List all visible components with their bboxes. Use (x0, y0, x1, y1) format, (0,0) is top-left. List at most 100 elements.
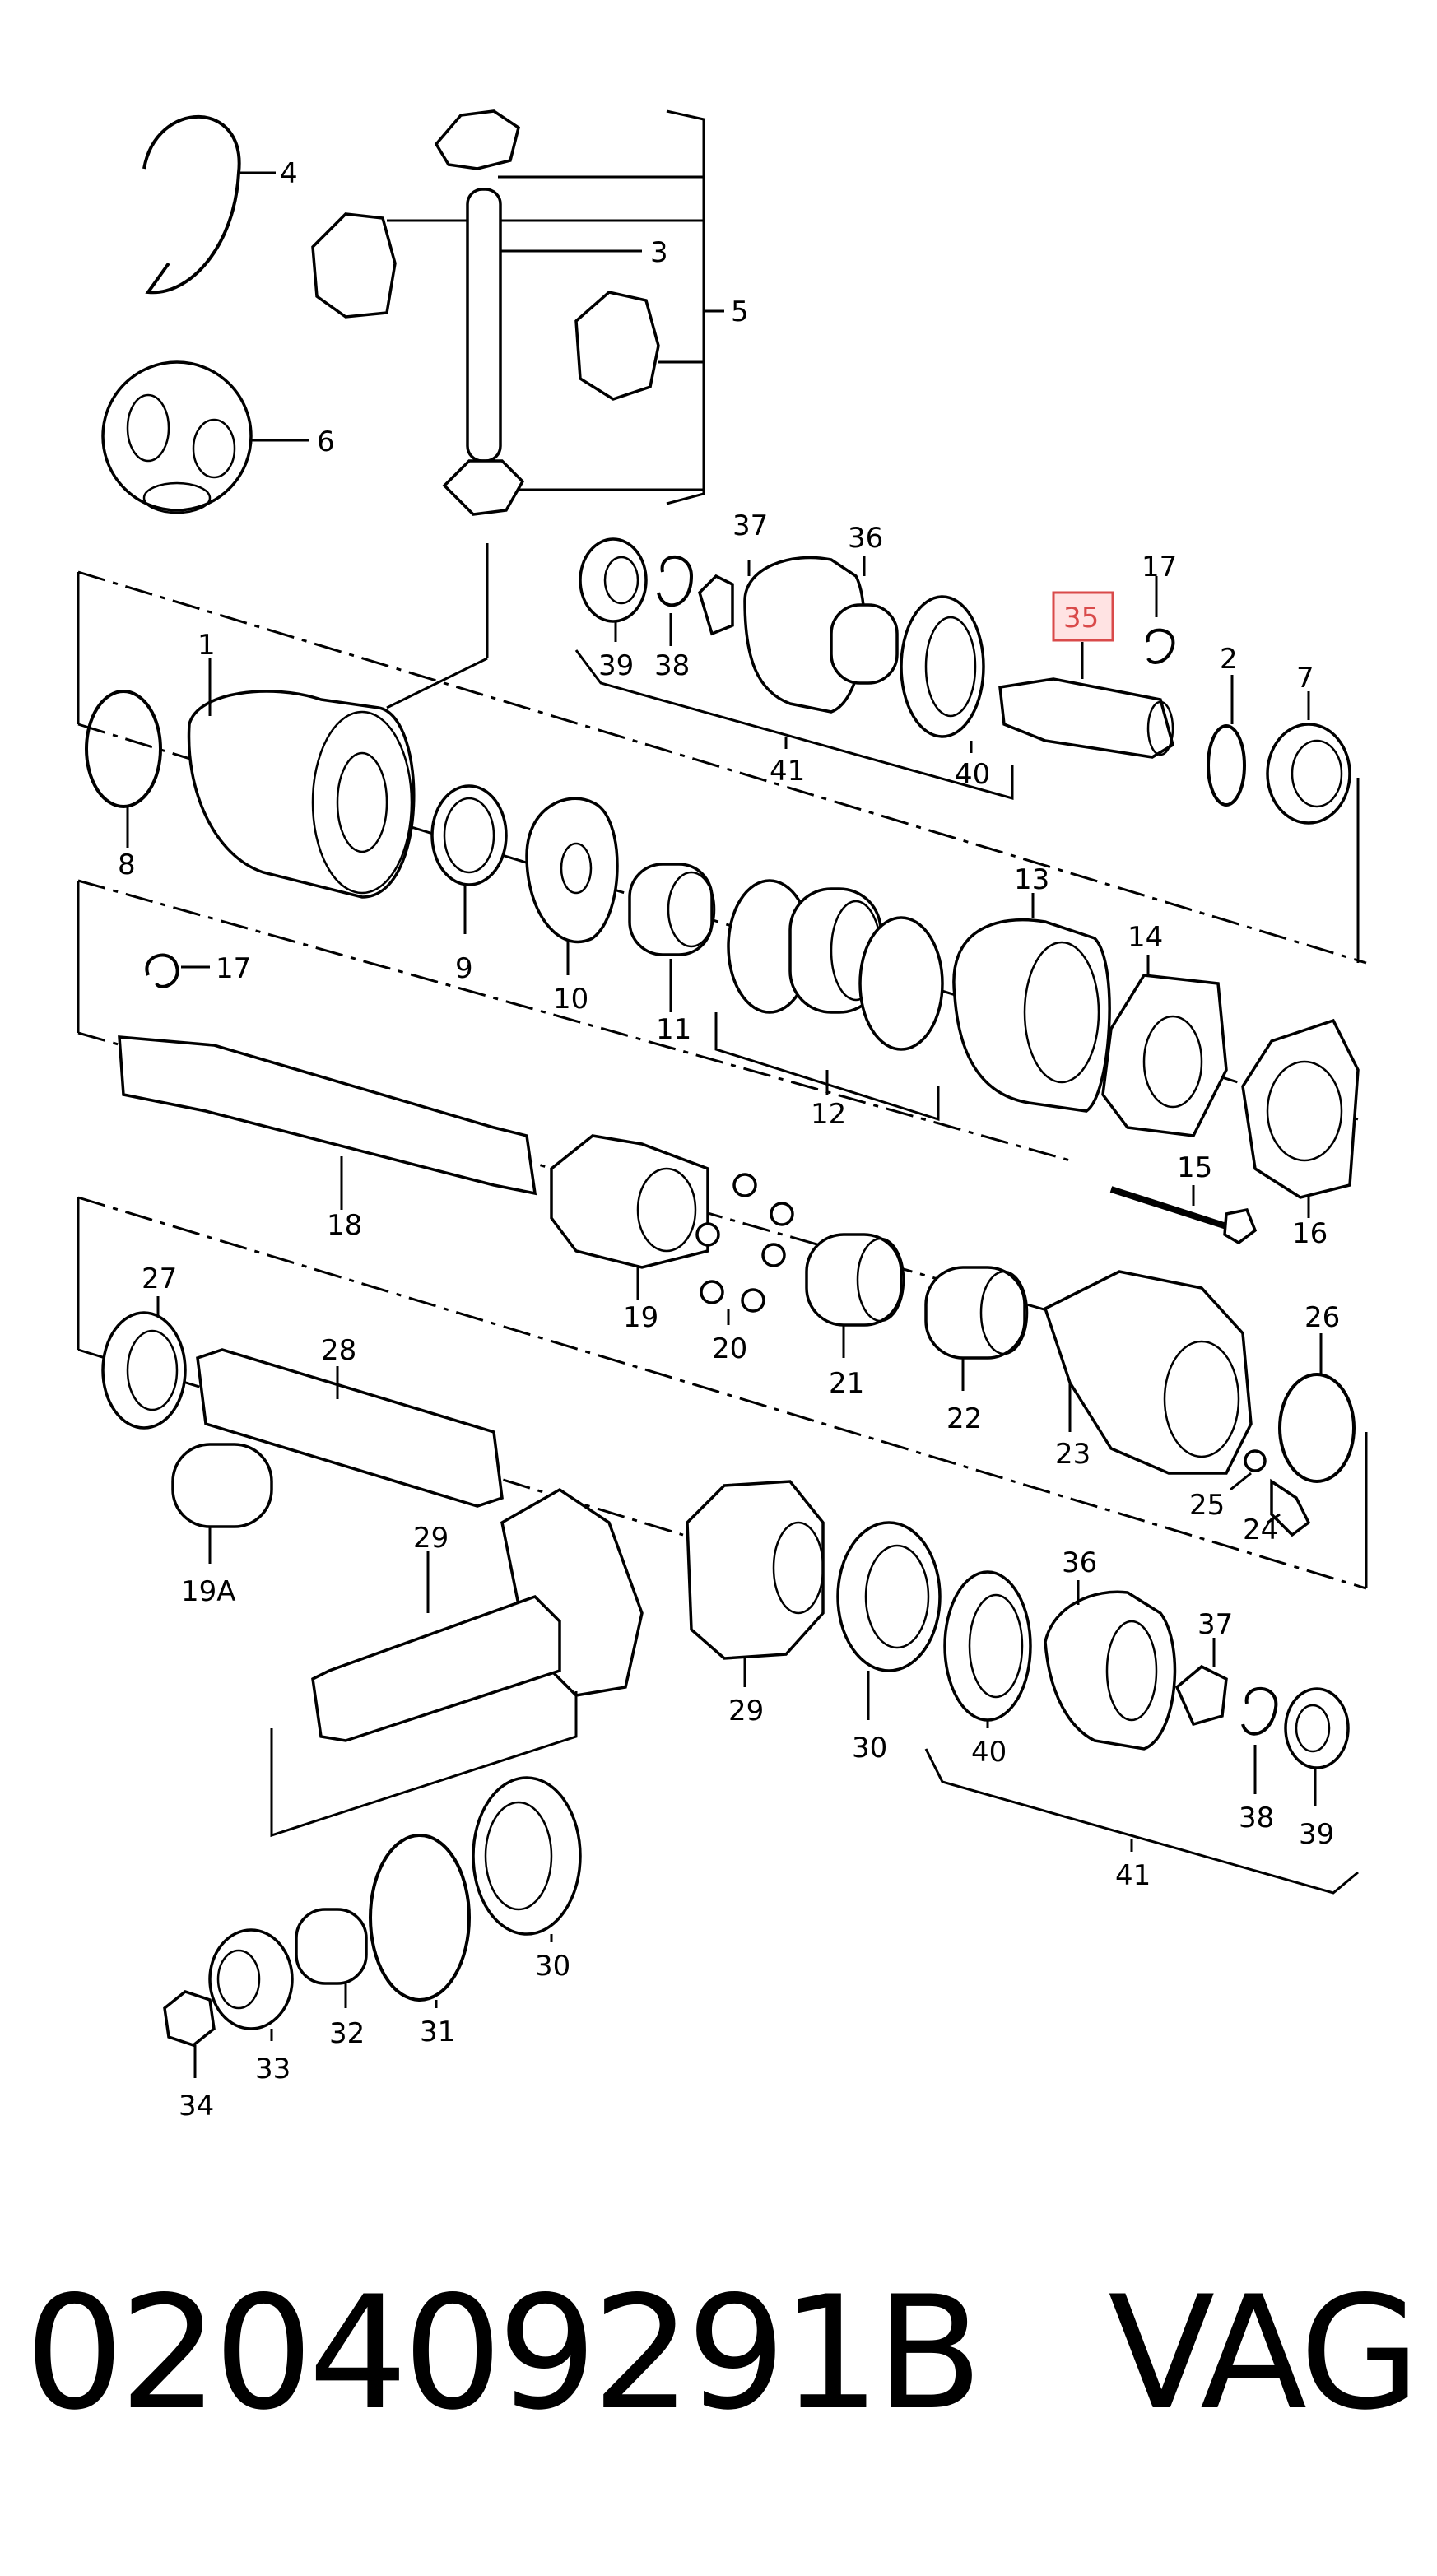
callout-14: 14 (1128, 921, 1163, 954)
gear-part-19 (550, 1134, 709, 1269)
pinion-gear-bottom (442, 459, 525, 516)
flange-part-13 (952, 918, 1111, 1113)
lock-washer-part-37-top (698, 574, 734, 636)
spring-part-22 (924, 1266, 1026, 1360)
callout-20: 20 (712, 1332, 747, 1365)
callout-32: 32 (329, 2017, 365, 2050)
seal-part-40-bottom (943, 1570, 1032, 1722)
callout-39-top: 39 (598, 649, 634, 682)
callout-16: 16 (1292, 1217, 1328, 1250)
brand-name: VAG (1108, 2262, 1421, 2444)
callout-24: 24 (1243, 1514, 1278, 1546)
ring-part-8 (85, 690, 162, 808)
callout-31: 31 (420, 2016, 455, 2048)
callout-21: 21 (829, 1367, 864, 1400)
differential-cage-part-6 (101, 360, 253, 512)
callout-39-bottom: 39 (1299, 1818, 1334, 1851)
circlip-part-17-top (1146, 628, 1175, 664)
callout-27: 27 (142, 1262, 177, 1295)
synchro-ring-right (858, 916, 944, 1051)
bearing-part-7 (1266, 723, 1351, 825)
callout-25: 25 (1189, 1489, 1225, 1522)
circlip-part-2 (1207, 724, 1246, 807)
side-gear-left (311, 212, 397, 319)
bearing-part-33 (208, 1928, 294, 2030)
mainshaft-part-18 (118, 1035, 537, 1196)
clip-part-38-top (657, 555, 694, 607)
callout-2: 2 (1220, 643, 1238, 676)
callout-29-left: 29 (413, 1522, 449, 1555)
part-number-caption: 020409291B VAG (25, 2262, 1421, 2444)
callout-40-top: 40 (955, 758, 990, 791)
callout-10: 10 (553, 983, 588, 1016)
input-shaft-part-28 (196, 1348, 504, 1508)
snap-ring-part-4 (142, 114, 241, 295)
bearing-part-30-right (836, 1521, 942, 1672)
part-35-highlight-box[interactable] (1052, 591, 1114, 642)
differential-housing-part-1 (187, 690, 416, 899)
spring-part-19a (171, 1443, 273, 1528)
gear-part-29-right (686, 1480, 825, 1660)
washer-part-25 (1244, 1449, 1267, 1472)
callout-26: 26 (1304, 1301, 1340, 1334)
bracket-5 (666, 109, 705, 505)
callout-41-bottom: 41 (1115, 1859, 1151, 1892)
bearing-part-30-left (472, 1776, 582, 1936)
callout-40-bottom: 40 (971, 1736, 1007, 1769)
gasket-part-14 (1101, 974, 1228, 1137)
callout-11: 11 (656, 1013, 691, 1046)
ring-part-31 (369, 1834, 471, 2002)
cover-part-16 (1241, 1018, 1360, 1199)
callout-1: 1 (198, 629, 216, 662)
seal-part-27 (101, 1311, 187, 1430)
circlip-part-17-bottom (145, 953, 179, 988)
callout-12: 12 (811, 1098, 846, 1131)
callout-17-bottom: 17 (216, 952, 251, 985)
callout-22: 22 (946, 1402, 982, 1435)
bearing-part-39-top (579, 537, 648, 623)
callout-19a: 19A (181, 1575, 236, 1608)
nut-part-34 (163, 1990, 216, 2047)
seal-part-40-top (900, 595, 985, 738)
callout-30-right: 30 (852, 1732, 887, 1765)
callout-23: 23 (1055, 1438, 1091, 1471)
callout-41-top: 41 (770, 755, 805, 788)
ball-part-20 (732, 1173, 757, 1197)
callout-4: 4 (280, 157, 298, 190)
callout-19: 19 (623, 1301, 658, 1334)
thrust-washer-part-10 (525, 797, 619, 944)
callout-9: 9 (455, 952, 473, 985)
clip-part-38-bottom (1241, 1686, 1278, 1736)
part-number: 020409291B (25, 2262, 983, 2444)
callout-3: 3 (650, 236, 668, 269)
callout-36-top: 36 (848, 522, 883, 555)
callout-37-top: 37 (732, 509, 768, 542)
callout-13: 13 (1014, 863, 1049, 896)
callout-38-bottom: 38 (1239, 1802, 1274, 1834)
exploded-parts-diagram: 5 4 3 6 1 8 9 10 11 (77, 109, 1368, 2123)
bolt-part-24 (1270, 1478, 1311, 1537)
spring-part-21 (805, 1233, 903, 1327)
side-gear-right (574, 291, 660, 401)
pinion-shaft-part-29 (311, 1594, 561, 1742)
callout-37-bottom: 37 (1198, 1608, 1233, 1641)
callout-7: 7 (1296, 662, 1314, 695)
callout-15: 15 (1177, 1151, 1212, 1184)
callout-29-right: 29 (728, 1695, 764, 1727)
lock-washer-part-37-bottom (1174, 1664, 1228, 1727)
callout-18: 18 (327, 1209, 362, 1242)
needle-bearing-part-11 (628, 863, 714, 956)
callout-8: 8 (118, 849, 136, 881)
ring-part-26 (1278, 1373, 1356, 1483)
housing-part-23 (1043, 1270, 1253, 1475)
callout-28: 28 (321, 1334, 356, 1367)
flange-part-36-bottom (1044, 1590, 1177, 1751)
bolt-part-15 (1223, 1207, 1258, 1245)
callout-36-bottom: 36 (1062, 1546, 1097, 1579)
callout-33: 33 (255, 2053, 291, 2085)
callout-17-top: 17 (1142, 551, 1177, 584)
differential-shaft-part-3 (466, 188, 502, 463)
callout-5: 5 (731, 295, 749, 328)
pinion-gear-top (434, 109, 520, 170)
bushing-part-32 (295, 1908, 368, 1985)
